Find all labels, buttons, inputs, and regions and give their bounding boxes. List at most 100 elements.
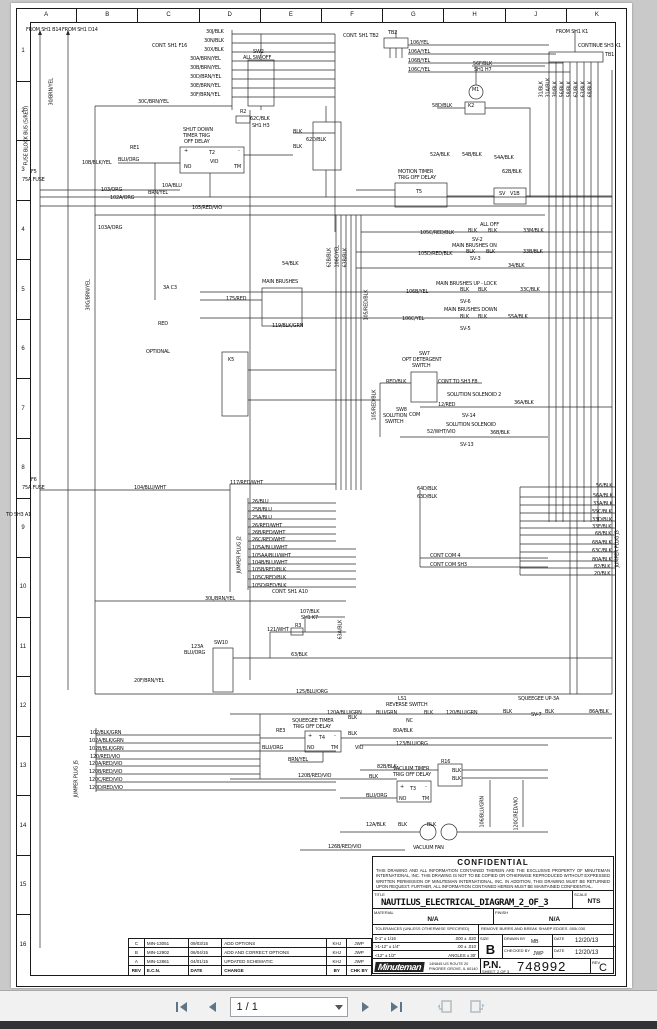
revision-cell: BY (327, 966, 348, 975)
window-bottom-strip (0, 1021, 657, 1029)
previous-view-button[interactable] (434, 995, 458, 1019)
revision-cell: REV (129, 966, 145, 975)
grid-row-label: 2 (16, 82, 30, 142)
first-page-icon (175, 1001, 187, 1012)
page-number-input[interactable]: 1 / 1 (229, 996, 348, 1017)
grid-row-label: 1 (16, 22, 30, 82)
last-page-icon (390, 1001, 402, 1012)
grid-row-label: 5 (16, 260, 30, 320)
grid-column-label: C (138, 8, 200, 22)
checked-by-label: CHECKED BY (504, 948, 531, 953)
deburr-note: REMOVE BURRS AND BREAK SHARP EDGES .005/… (481, 926, 586, 931)
grid-row-label: 4 (16, 201, 30, 261)
grid-row-label: 8 (16, 439, 30, 499)
company-address-line1: 14N845 US ROUTE 20 (429, 962, 469, 966)
page-number-value: 1 / 1 (236, 1000, 258, 1013)
previous-page-icon (208, 1001, 216, 1012)
previous-page-button[interactable] (200, 995, 224, 1019)
revision-cell: B (129, 948, 145, 956)
size-value: B (485, 942, 496, 957)
grid-row-label: 11 (16, 618, 30, 678)
tolerance-row: ANGLES ± 30' (448, 952, 476, 958)
scale-label: SCALE (574, 892, 588, 897)
drawn-by-label: DRAWN BY (504, 936, 526, 941)
first-page-button[interactable] (170, 995, 194, 1019)
grid-column-label: A (16, 8, 78, 22)
grid-column-label: H (444, 8, 506, 22)
revision-cell: 04/01/15 (189, 957, 223, 965)
revision-cell: ADD OPTIONS (222, 939, 328, 947)
title-label: TITLE (374, 892, 385, 897)
revision-cell: CHANGE (222, 966, 328, 975)
grid-row-label: 16 (19, 941, 27, 948)
grid-row-label: 15 (16, 856, 30, 916)
grid-row-label: 12 (16, 677, 30, 737)
grid-row-label: 13 (16, 737, 30, 797)
revision-cell: MIN-13051 (145, 939, 189, 947)
revision-cell: JWP (354, 940, 364, 946)
size-label: SIZE (480, 936, 489, 941)
grid-column-label: D (200, 8, 261, 22)
company-logo: Minuteman (374, 962, 425, 972)
scale-value: NTS (587, 898, 601, 905)
revision-cell: C (129, 939, 145, 947)
revision-cell: MIN-12902 (145, 948, 189, 956)
revision-cell: E.C.N. (145, 966, 189, 975)
revision-cell: KHJ (327, 948, 348, 956)
grid-row-label: 6 (16, 320, 30, 380)
grid-row-label: 10 (16, 558, 30, 618)
drawing-title: NAUTILUS_ELECTRICAL_DIAGRAM_2_OF_3 (381, 898, 549, 908)
tolerance-row: 0-1" ± 1/16 (375, 936, 396, 941)
pn-label: P.N. (483, 960, 502, 971)
page-dropdown-caret-icon[interactable] (334, 1004, 343, 1010)
revision-cell: ADD AND CORRECT OPTIONS (222, 948, 328, 956)
grid-column-label: G (383, 8, 445, 22)
revision-cell: MIN-12861 (145, 957, 189, 965)
title-block: CONFIDENTIAL THIS DRAWING AND ALL INFORM… (372, 856, 615, 974)
grid-row-label: 3 (16, 141, 30, 201)
last-page-button[interactable] (384, 995, 408, 1019)
tolerance-row: >1-12" ± 1/4" (375, 944, 400, 949)
next-view-button[interactable] (464, 995, 488, 1019)
revision-cell: 09/03/15 (189, 939, 223, 947)
material-label: MATERIAL (374, 910, 394, 915)
next-page-button[interactable] (354, 995, 378, 1019)
pdf-toolbar: 1 / 1 (0, 990, 657, 1022)
tolerances-heading: TOLERANCES (UNLESS OTHERWISE SPECIFIED) (373, 925, 479, 934)
sheet-label: SHEET (482, 969, 496, 974)
revision-cell: A (129, 957, 145, 965)
grid-row-label: 7 (16, 379, 30, 439)
company-address-line2: PINGREE GROVE, IL 60140 (429, 966, 478, 971)
drawn-by-value: MB (531, 939, 539, 945)
next-page-icon (361, 1001, 369, 1012)
grid-column-label: F (322, 8, 384, 22)
confidential-heading: CONFIDENTIAL (457, 858, 529, 867)
revision-cell: KHJ (327, 939, 348, 947)
previous-view-icon (437, 999, 452, 1013)
rev-label: REV (592, 960, 601, 965)
material-value: N/A (427, 916, 439, 923)
grid-row-label: 14 (16, 796, 30, 856)
date-label: DATE (554, 948, 565, 953)
grid-column-label: K (594, 12, 599, 18)
revision-cell: JWP (354, 949, 364, 955)
confidential-legal-text: THIS DRAWING AND ALL INFORMATION CONTAIN… (376, 868, 610, 889)
revision-cell: CHK BY (350, 968, 368, 973)
sheet-value: 2 OF 3 (497, 969, 510, 974)
grid-row-label: 9 (16, 499, 30, 559)
revision-cell: DATE (189, 966, 223, 975)
grid-column-label: E (261, 8, 323, 22)
sheet-inner-border (30, 22, 616, 976)
date-label: DATE (554, 936, 565, 941)
grid-column-label: B (77, 8, 139, 22)
checked-date: 12/20/13 (575, 950, 599, 956)
part-number: 748992 (517, 959, 567, 974)
tolerance-row: .000 ± .020 (454, 936, 476, 941)
